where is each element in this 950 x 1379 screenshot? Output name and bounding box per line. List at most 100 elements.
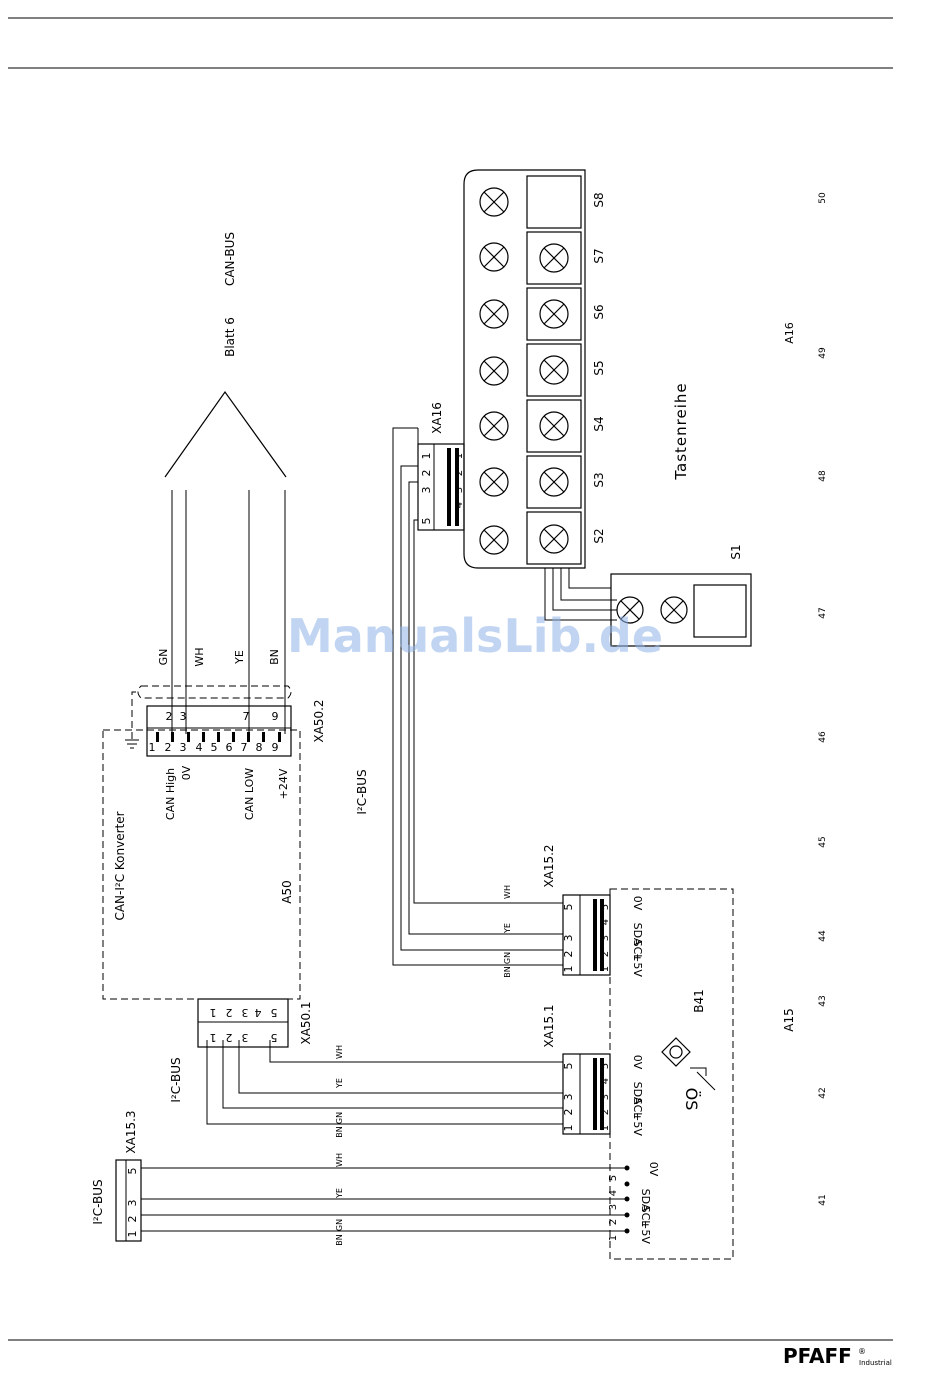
tastenreihe-label: Tastenreihe (672, 382, 690, 480)
pin-label: 2 (126, 1216, 139, 1223)
grid-number: 43 (818, 995, 828, 1006)
pin-label: 5 (600, 904, 611, 910)
xa15-2-label: XA15.2 (542, 844, 556, 887)
key-s6 (526, 287, 582, 341)
lamp-icon (479, 187, 509, 217)
can-high-label: CAN High (164, 768, 177, 820)
pin-label: 5 (562, 904, 575, 911)
pin-label: 3 (126, 1200, 139, 1207)
key-s3 (526, 455, 582, 509)
b41-label: B41 (692, 989, 706, 1013)
pin-label: 2 (420, 470, 433, 477)
lamp-icon (479, 467, 509, 497)
key-s2 (526, 511, 582, 565)
connector-xa16: 1 2 3 5 4 3 2 1 XA16 (417, 402, 465, 531)
pin-label: 4 (255, 1006, 262, 1019)
xa50-2-label: XA50.2 (312, 699, 326, 742)
wire-label: YE (335, 1078, 344, 1089)
wire-label: GN (503, 952, 512, 964)
label-s6: S6 (592, 304, 606, 319)
grid-number: 49 (818, 347, 828, 359)
module-a50 (102, 729, 301, 1000)
signal-label: SDA (639, 1189, 652, 1212)
pin-label: 9 (272, 741, 279, 754)
xa16-label: XA16 (430, 402, 444, 434)
wire-label: WH (335, 1153, 344, 1167)
lamp-icon (479, 242, 509, 272)
pin-label: 2 (226, 1006, 233, 1019)
pin-label: 5 (211, 741, 218, 754)
wire-label: YE (503, 923, 512, 934)
connector-xa15-1: 5 3 2 1 5 4 3 2 1 XA15.1 (542, 1004, 611, 1135)
xa15-1-label: XA15.1 (542, 1004, 556, 1047)
cable-shield (137, 685, 292, 699)
pin-label: 1 (126, 1231, 139, 1238)
wire-label: WH (335, 1045, 344, 1059)
signal-label: +5V (631, 1112, 644, 1136)
sensor-icon (661, 1037, 691, 1067)
pin-label: 6 (226, 741, 233, 754)
pin-label: 2 (165, 741, 172, 754)
wire-label-wh: WH (193, 647, 206, 666)
pin-label: 2 (562, 1109, 575, 1116)
pin-label: 1 (562, 966, 575, 973)
pin-label: 2 (608, 1219, 619, 1225)
i2c-bus-label-3: I²C-BUS (91, 1179, 105, 1224)
plus24-label: +24V (277, 768, 290, 799)
pin-label: 7 (243, 710, 250, 723)
signal-label: +5V (639, 1220, 652, 1244)
signals-xa15-3: 5 4 3 2 1 0V SDA SCL +5V (608, 1162, 660, 1245)
pin-label: 4 (196, 741, 203, 754)
signals-xa15-2: 0V SDA SCL +5V (631, 896, 644, 978)
signal-label: SCL (631, 940, 644, 962)
label-s2: S2 (592, 528, 606, 543)
label-s8: S8 (592, 192, 606, 207)
pin-label: 3 (180, 741, 187, 754)
connector-xa50-2: 2 3 7 9 1 2 3 4 5 6 7 8 9 XA50.2 (146, 699, 326, 757)
lamp-icon (660, 596, 688, 624)
brand-name: PFAFF (783, 1344, 852, 1368)
pin-label: 5 (271, 1006, 278, 1019)
lamp-icon (479, 411, 509, 441)
key-s7 (526, 231, 582, 285)
pin-label: 1 (420, 453, 433, 460)
pin-label: 3 (242, 1006, 249, 1019)
pin-label: 3 (180, 710, 187, 723)
pin-label: 3 (454, 487, 465, 493)
pin-label: 9 (272, 710, 279, 723)
connector-xa50-1: 1 2 3 4 5 1 2 3 5 XA50.1 (197, 998, 313, 1048)
label-s1: S1 (729, 544, 743, 559)
a15-label: A15 (782, 1008, 796, 1031)
label-s5: S5 (592, 360, 606, 375)
pin-label: 1 (454, 453, 465, 459)
pin-label: 3 (562, 935, 575, 942)
grid-number: 48 (818, 470, 828, 482)
pin-label: 2 (600, 951, 611, 957)
xa50-1-label: XA50.1 (299, 1001, 313, 1044)
grid-number: 45 (818, 836, 828, 847)
signal-label: 0V (647, 1162, 660, 1177)
grid-number: 50 (818, 192, 828, 204)
pin-label: 2 (226, 1031, 233, 1044)
pin-label: 5 (420, 518, 433, 525)
can-bus-arrow (164, 390, 287, 478)
pin-label: 3 (242, 1031, 249, 1044)
a16-label: A16 (783, 322, 796, 344)
signal-label: SDA (631, 1082, 644, 1105)
pin-label: 2 (454, 470, 465, 476)
grid-number: 41 (818, 1194, 828, 1205)
label-s4: S4 (592, 416, 606, 431)
wire-label-ye: YE (233, 650, 246, 665)
wire-label: BN (335, 1234, 344, 1245)
key-s4 (526, 399, 582, 453)
i2c-bus-label-2: I²C-BUS (169, 1057, 183, 1102)
brand-sub: Industrial (859, 1359, 892, 1367)
pin-label: 1 (600, 1125, 611, 1131)
wire-label: YE (335, 1188, 344, 1199)
pin-label: 5 (271, 1031, 278, 1044)
pin-label: 4 (608, 1190, 619, 1196)
label-s7: S7 (592, 248, 606, 263)
lamp-icon (479, 356, 509, 386)
pin-label: 5 (562, 1063, 575, 1070)
